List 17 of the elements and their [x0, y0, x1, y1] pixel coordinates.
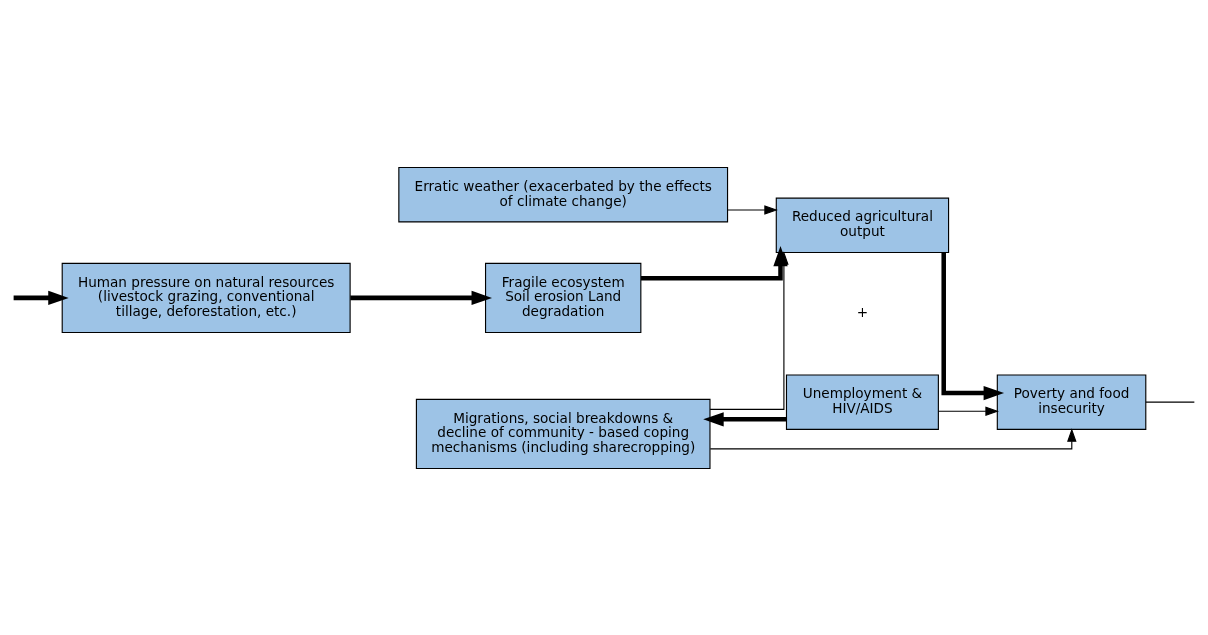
node-box: Human pressure on natural resources (livestock grazing, conventional tillage, deforestation, etc.): [61, 262, 351, 333]
arrow: [941, 252, 1005, 400]
node-box: Fragile ecosystem Soil erosion Land degradation: [485, 262, 642, 333]
node-box: Unemployment & HIV/AIDS: [785, 373, 939, 430]
node-box: Reduced agricultural output: [775, 197, 950, 253]
arrow: [727, 204, 778, 215]
connector: [1145, 401, 1195, 403]
arrow: [937, 405, 999, 416]
arrow: [350, 290, 492, 305]
node-box: Migrations, social breakdowns & decline of community - based coping mechanisms (including sharecropping): [415, 398, 711, 469]
node-box: Poverty and food insecurity: [996, 373, 1147, 430]
arrow: [709, 250, 789, 410]
arrow: [709, 427, 1077, 449]
label: +: [856, 303, 869, 320]
arrow: [703, 411, 787, 426]
node-box: Erratic weather (exacerbated by the effects of climate change): [398, 166, 729, 222]
arrow: [13, 290, 69, 305]
